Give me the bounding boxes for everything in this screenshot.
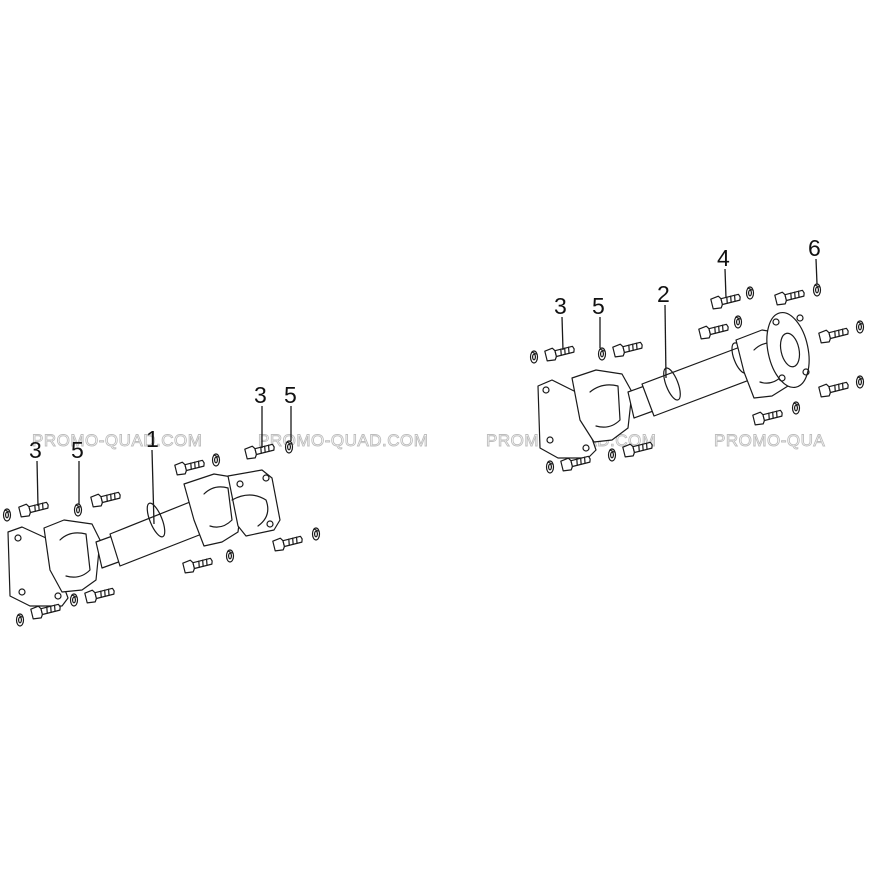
- washer-icon: [73, 503, 83, 517]
- watermark-text: PROMO-QUAD.COM: [258, 431, 428, 450]
- watermark-text: PROMO-QUA: [714, 431, 825, 450]
- bolt-icon: [751, 406, 785, 427]
- washer-icon: [225, 549, 235, 563]
- callout-bolt-4: 4: [717, 245, 730, 271]
- washer-icon: [855, 375, 865, 389]
- bolt-icon: [89, 488, 123, 509]
- bolt-icon: [17, 498, 51, 519]
- washer-icon: [284, 440, 294, 454]
- left-shaft-right-yoke: [183, 473, 243, 547]
- bolt-icon: [543, 342, 577, 363]
- washer-icon: [855, 320, 865, 334]
- bolt-icon: [173, 456, 207, 477]
- bolt-icon: [271, 532, 305, 553]
- bolt-icon: [817, 378, 851, 399]
- right-shaft-round-flange: [766, 311, 810, 389]
- bolt-icon: [611, 338, 645, 359]
- right-callouts: 2 3 5 4 6: [554, 235, 821, 379]
- washer-icon: [791, 401, 801, 415]
- right-drive-shaft-assembly: [529, 283, 865, 474]
- right-shaft-left-yoke: [571, 369, 633, 443]
- left-flange-plate: [7, 526, 69, 607]
- washer-icon: [607, 448, 617, 462]
- callout-part-2: 2: [657, 281, 670, 307]
- watermark-text: PROMO-QUAD.COM: [32, 431, 202, 450]
- washer-icon: [745, 286, 755, 300]
- washer-icon: [529, 350, 539, 364]
- bolt-icon: [773, 286, 807, 307]
- left-drive-shaft-assembly: [2, 440, 321, 627]
- bolt-icon: [83, 584, 117, 605]
- bolt-icon: [817, 324, 851, 345]
- callout-bolt-3: 3: [554, 293, 567, 319]
- callout-bolt-3: 3: [254, 382, 267, 408]
- washer-icon: [2, 508, 12, 522]
- callout-washer-6: 6: [808, 235, 821, 261]
- washer-icon: [69, 593, 79, 607]
- callout-bolt-3: 3: [29, 437, 42, 463]
- left-callouts: 1 3 5 3 5: [29, 382, 297, 525]
- callout-washer-5: 5: [592, 293, 605, 319]
- callout-washer-5: 5: [284, 382, 297, 408]
- washer-icon: [733, 315, 743, 329]
- washer-icon: [311, 527, 321, 541]
- washer-icon: [211, 453, 221, 467]
- callout-part-1: 1: [146, 426, 159, 452]
- washer-icon: [15, 613, 25, 627]
- bolt-icon: [697, 320, 731, 341]
- callout-washer-5: 5: [71, 437, 84, 463]
- washer-icon: [812, 283, 822, 297]
- bolt-icon: [181, 554, 215, 575]
- washer-icon: [545, 460, 555, 474]
- washer-icon: [597, 347, 607, 361]
